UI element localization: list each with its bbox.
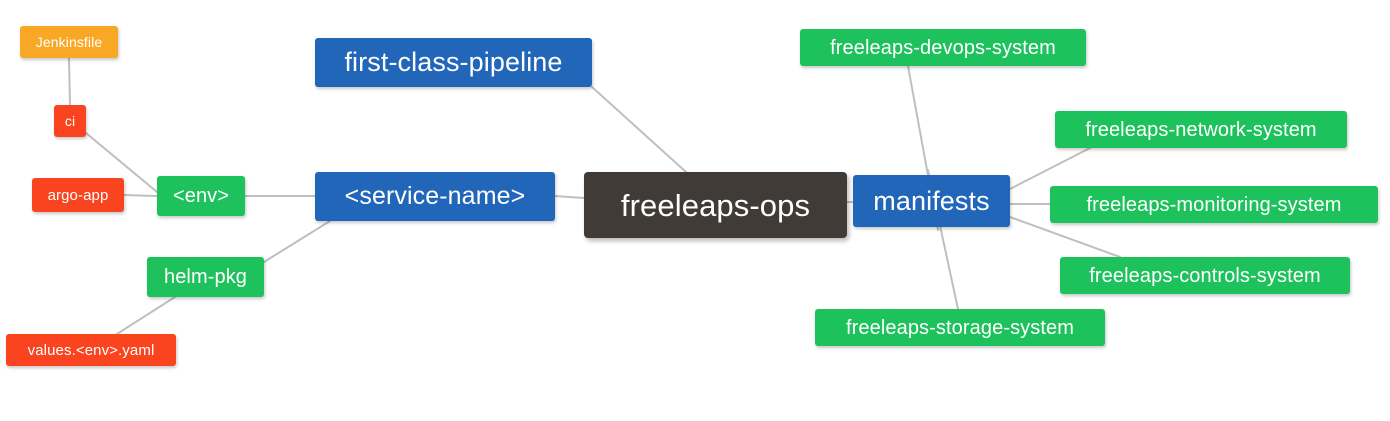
mindmap-node-freeleaps-ops[interactable]: freeleaps-ops: [584, 172, 847, 238]
mindmap-node-service-name[interactable]: <service-name>: [315, 172, 555, 221]
mindmap-node-jenkinsfile[interactable]: Jenkinsfile: [20, 26, 118, 58]
mindmap-node-label: Jenkinsfile: [35, 34, 103, 50]
mindmap-node-label: helm-pkg: [163, 266, 248, 288]
mindmap-node-label: freeleaps-devops-system: [830, 36, 1056, 59]
mindmap-node-label: ci: [64, 113, 76, 129]
edge-manifests-to-freeleaps-network-system: [1009, 147, 1091, 190]
mindmap-node-first-class-pipeline[interactable]: first-class-pipeline: [315, 38, 592, 87]
mindmap-node-label: values.<env>.yaml: [27, 341, 155, 359]
mindmap-node-label: freeleaps-monitoring-system: [1086, 193, 1342, 216]
mindmap-node-manifests[interactable]: manifests: [853, 175, 1010, 227]
mindmap-node-label: manifests: [873, 185, 990, 216]
edge-service-name-to-freeleaps-ops: [554, 195, 585, 199]
mindmap-node-label: <service-name>: [344, 182, 526, 210]
mindmap-node-label: <env>: [172, 185, 230, 207]
mindmap-node-ci[interactable]: ci: [54, 105, 86, 137]
edge-values-yaml-to-helm-pkg: [116, 296, 176, 335]
mindmap-node-label: freeleaps-network-system: [1085, 118, 1317, 141]
edge-jenkinsfile-to-ci: [68, 57, 71, 106]
mindmap-node-values-yaml[interactable]: values.<env>.yaml: [6, 334, 176, 366]
mindmap-node-freeleaps-controls-system[interactable]: freeleaps-controls-system: [1060, 257, 1350, 294]
mindmap-node-env[interactable]: <env>: [157, 176, 245, 216]
edge-first-class-pipeline-to-freeleaps-ops: [591, 86, 687, 173]
mindmap-node-label: freeleaps-ops: [620, 187, 811, 223]
mindmap-node-freeleaps-devops-system[interactable]: freeleaps-devops-system: [800, 29, 1086, 66]
edge-manifests-to-freeleaps-controls-system: [1009, 216, 1121, 258]
mindmap-node-freeleaps-storage-system[interactable]: freeleaps-storage-system: [815, 309, 1105, 346]
mindmap-node-argo-app[interactable]: argo-app: [32, 178, 124, 212]
mindmap-node-label: freeleaps-controls-system: [1089, 264, 1321, 287]
mindmap-node-freeleaps-monitoring-system[interactable]: freeleaps-monitoring-system: [1050, 186, 1378, 223]
edge-argo-app-to-env: [123, 194, 158, 197]
mindmap-node-helm-pkg[interactable]: helm-pkg: [147, 257, 264, 297]
mindmap-node-freeleaps-network-system[interactable]: freeleaps-network-system: [1055, 111, 1347, 148]
mindmap-node-label: first-class-pipeline: [344, 47, 563, 77]
mindmap-node-label: argo-app: [47, 186, 109, 204]
edge-helm-pkg-to-service-name: [263, 220, 331, 263]
mindmap-node-label: freeleaps-storage-system: [845, 316, 1075, 339]
